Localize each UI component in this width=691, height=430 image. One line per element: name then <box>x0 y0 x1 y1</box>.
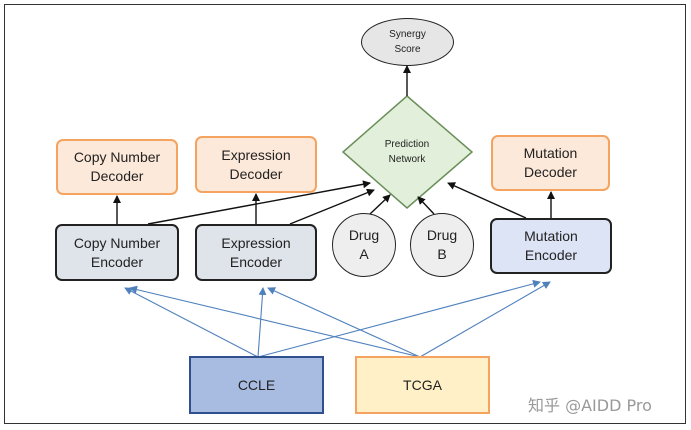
arrow-tcga-to-cn-encoder <box>129 285 421 358</box>
copy-number-decoder-label: Copy Number Decoder <box>73 149 161 184</box>
arrow-cn-encoder-to-network <box>147 180 371 225</box>
drug-b-label: Drug B <box>426 227 458 262</box>
mutation-decoder-label: Mutation Decoder <box>523 145 578 180</box>
prediction-network-diamond <box>341 95 474 209</box>
mutation-decoder: Mutation Decoder <box>491 135 610 191</box>
synergy-score-label: Synergy Score <box>389 29 426 55</box>
arrow-ccle-to-expr-encoder <box>257 287 267 358</box>
arrow-expr-encoder-to-network <box>289 188 375 225</box>
arrow-drug-a-to-network <box>369 194 391 215</box>
copy-number-encoder-label: Copy Number Encoder <box>73 234 161 270</box>
arrow-mut-encoder-to-network <box>447 182 527 219</box>
expression-encoder: Expression Encoder <box>195 224 317 281</box>
tcga-label: TCGA <box>403 376 442 393</box>
arrow-tcga-to-mut-encoder <box>419 281 551 358</box>
expression-decoder: Expression Decoder <box>195 136 317 193</box>
prediction-network-node: Prediction Network <box>365 132 449 172</box>
arrow-ccle-to-mut-encoder <box>257 279 541 358</box>
ccle-dataset: CCLE <box>189 356 324 414</box>
mutation-encoder-label: Mutation Encoder <box>524 228 578 263</box>
expression-decoder-label: Expression Decoder <box>221 146 291 182</box>
copy-number-encoder: Copy Number Encoder <box>55 224 179 281</box>
drug-b-node: Drug B <box>410 213 474 277</box>
ccle-label: CCLE <box>237 376 276 393</box>
drug-a-node: Drug A <box>332 213 396 277</box>
arrow-ccle-to-cn-encoder <box>124 287 259 358</box>
mutation-encoder: Mutation Encoder <box>490 218 612 274</box>
copy-number-decoder: Copy Number Decoder <box>56 139 178 195</box>
synergy-score-node: Synergy Score <box>361 18 454 66</box>
arrow-drug-b-to-network <box>417 196 435 215</box>
drug-a-label: Drug A <box>348 227 380 262</box>
prediction-network-label: Prediction Network <box>384 139 430 165</box>
expression-encoder-label: Expression Encoder <box>221 234 291 270</box>
tcga-dataset: TCGA <box>355 356 490 414</box>
arrow-tcga-to-expr-encoder <box>267 287 421 358</box>
watermark: 知乎 @AIDD Pro <box>528 396 652 415</box>
